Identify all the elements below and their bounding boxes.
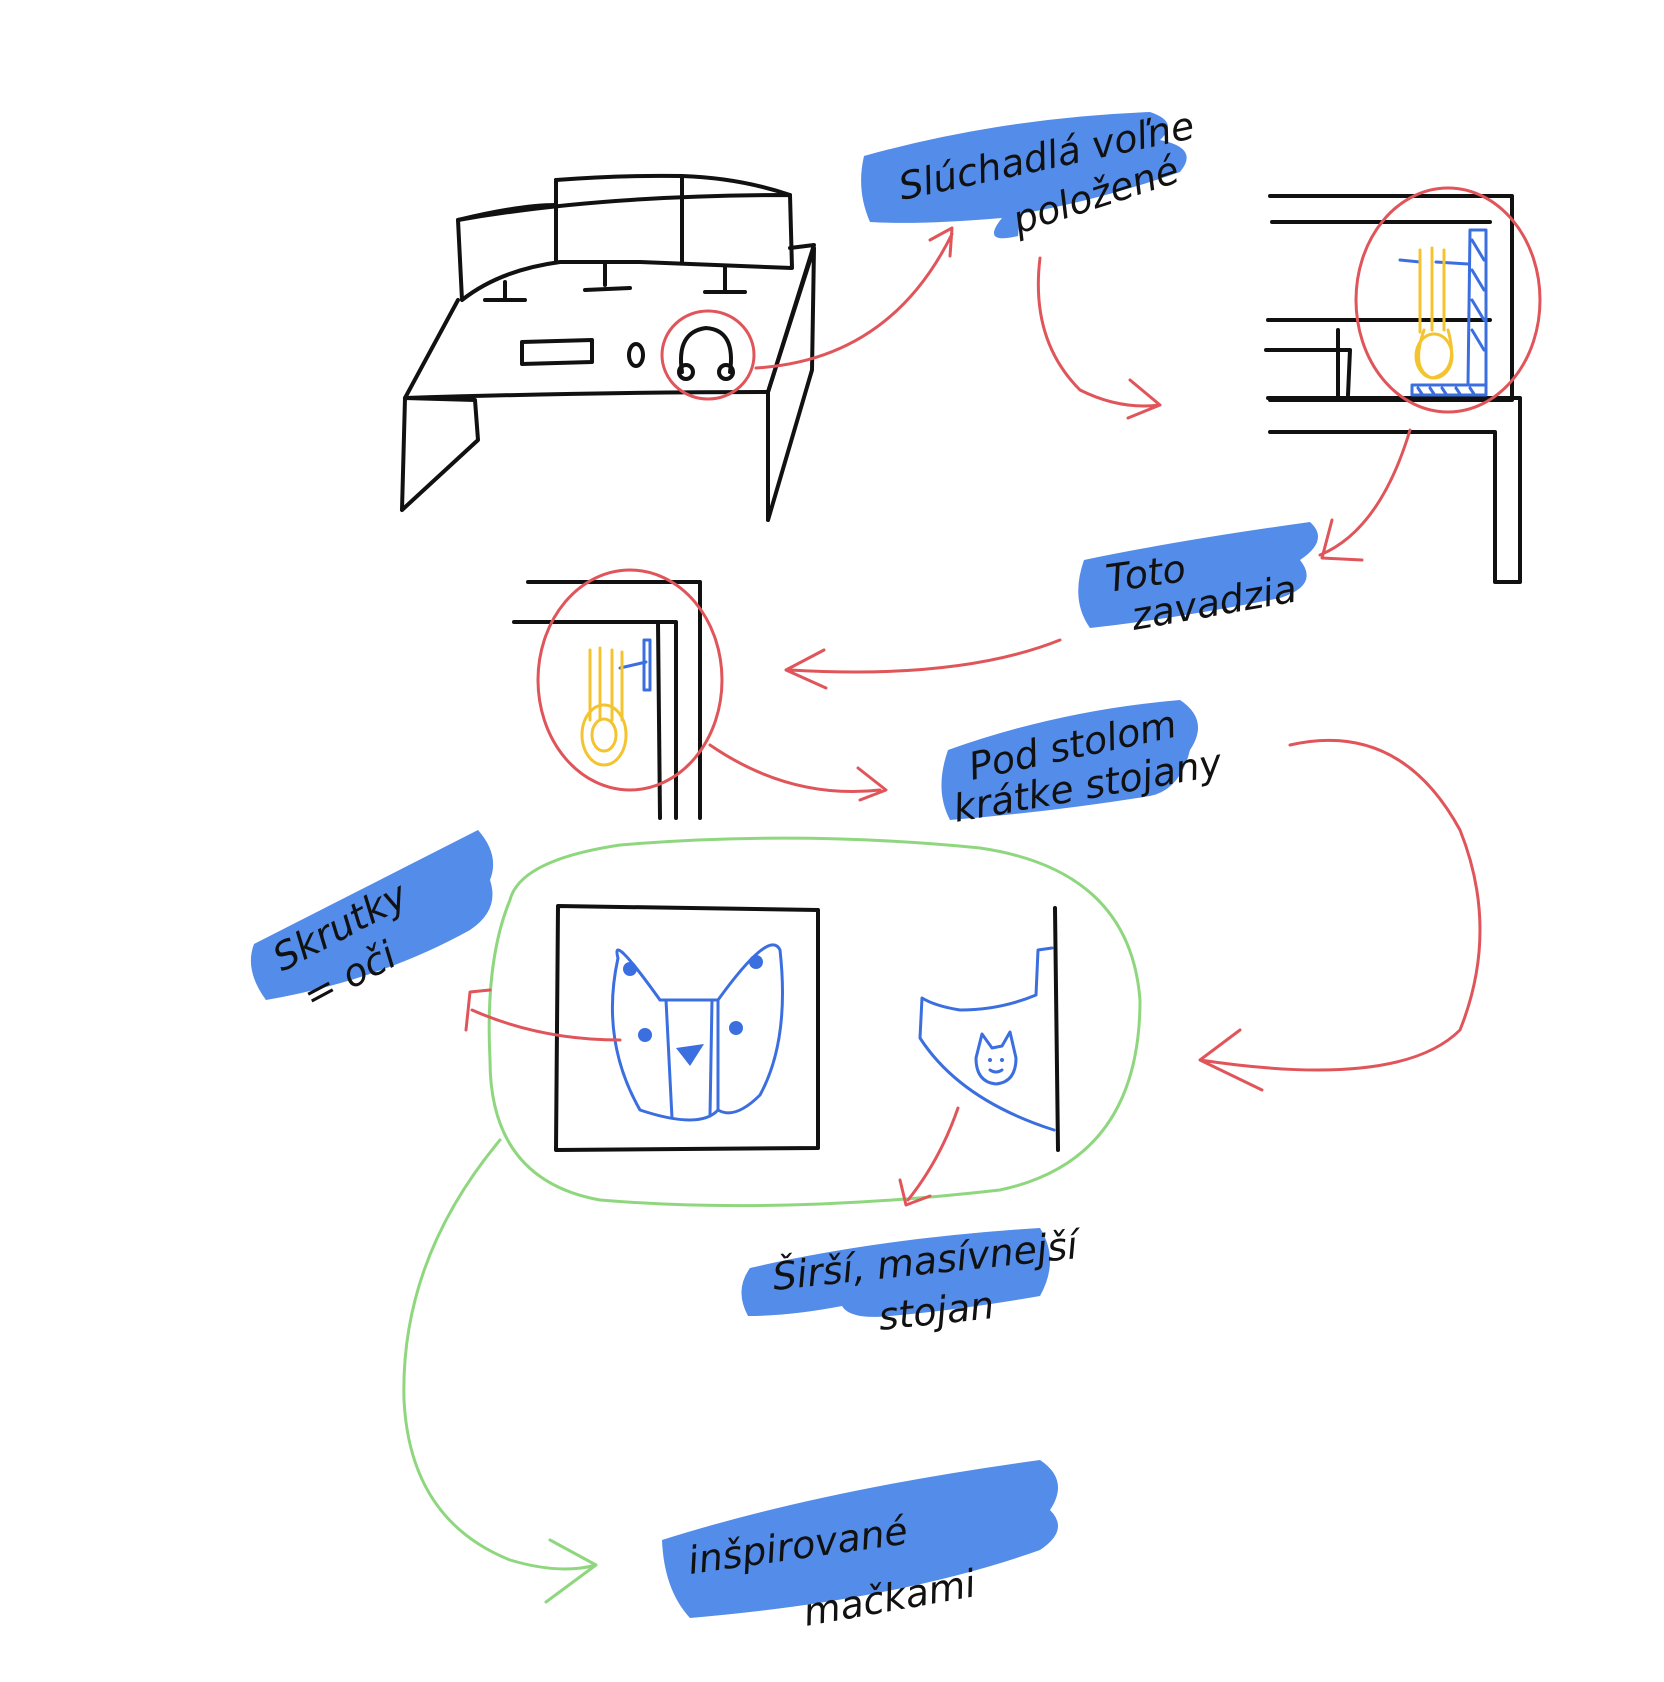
stand-ideas-group	[487, 836, 1142, 1208]
under-desk-closeup-drawing	[512, 568, 724, 820]
arrow-headphones-to-note	[754, 226, 954, 370]
arrow-face-to-screws-note	[464, 988, 622, 1042]
note-wider-stand: Širší, masívnejší stojan	[741, 1223, 1085, 1339]
note-headphones-loose: Slúchadlá voľne položené	[861, 103, 1198, 243]
cat-silhouette-stand-drawing	[918, 906, 1060, 1152]
note-in-the-way: Toto zavadzia	[1078, 522, 1318, 639]
arrow-note-to-closeup	[784, 638, 1062, 690]
flow-arrows	[402, 226, 1482, 1604]
arrow-note-to-ideas	[1198, 738, 1482, 1092]
stand-highlight-circle	[1354, 186, 1542, 414]
arrow-silhouette-to-note	[898, 1106, 960, 1207]
group-outline	[487, 836, 1142, 1208]
desk-side-view-drawing	[1264, 186, 1542, 584]
cat-face-stand-drawing	[554, 904, 820, 1152]
headphones-highlight-circle	[660, 309, 756, 401]
closeup-highlight-circle	[536, 568, 724, 792]
note-screws-eyes: Skrutky = oči	[250, 830, 494, 1018]
desk-with-monitors-drawing	[400, 173, 816, 522]
note-cat-inspired: inšpirované mačkami	[662, 1460, 1058, 1635]
arrow-ideas-to-inspiration	[402, 1138, 598, 1604]
arrow-note-to-side-view	[1036, 256, 1162, 420]
arrow-side-view-to-note	[1318, 428, 1412, 562]
note-under-desk: Pod stolom krátke stojany	[941, 700, 1226, 831]
arrow-closeup-to-note	[708, 743, 888, 802]
